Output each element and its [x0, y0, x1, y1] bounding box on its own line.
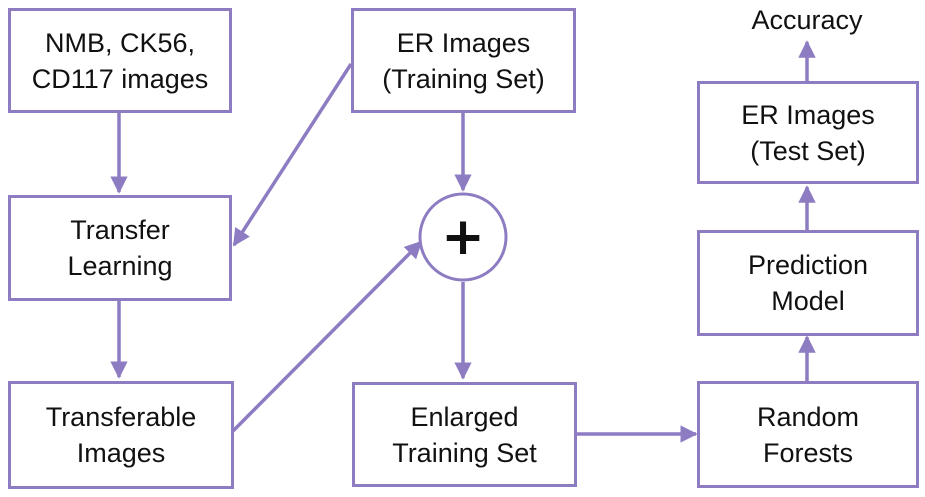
node-label-line: Forests [762, 437, 854, 468]
node-label-line: (Training Set) [382, 63, 545, 94]
node-label-line: Images [76, 438, 166, 468]
edge-er-training-to-transfer-learning [232, 63, 353, 247]
node-label-line: Model [771, 286, 845, 316]
node-source-images: NMB, CK56, CD117 images [8, 8, 232, 113]
node-label-line: Learning [67, 251, 173, 281]
node-label-line: Enlarged [410, 401, 519, 432]
combine-node [418, 192, 508, 282]
node-transferable-images: Transferable Images [8, 381, 234, 489]
node-label-line: Random [756, 401, 860, 432]
node-label-line: ER Images [741, 99, 875, 130]
node-prediction-model: Prediction Model [697, 230, 919, 336]
node-label-line: Prediction [747, 250, 869, 280]
node-transfer-learning: Transfer Learning [8, 195, 232, 301]
node-er-test-set: ER Images (Test Set) [697, 81, 919, 184]
node-random-forests: Random Forests [697, 381, 919, 488]
edge-transferable-to-combine [231, 240, 423, 433]
plus-icon: + [441, 207, 485, 267]
node-label-line: CD117 images [31, 63, 209, 94]
node-label-line: NMB, CK56, [44, 27, 196, 58]
accuracy-label: Accuracy [751, 5, 863, 35]
node-enlarged-training-set: Enlarged Training Set [352, 382, 577, 487]
node-label-line: Training Set [392, 437, 537, 468]
node-label-line: (Test Set) [750, 135, 866, 166]
node-label-line: ER Images [396, 27, 531, 58]
node-label-line: Transfer [70, 215, 170, 245]
node-er-training-set: ER Images (Training Set) [351, 8, 576, 113]
node-label-line: Transferable [45, 402, 197, 432]
